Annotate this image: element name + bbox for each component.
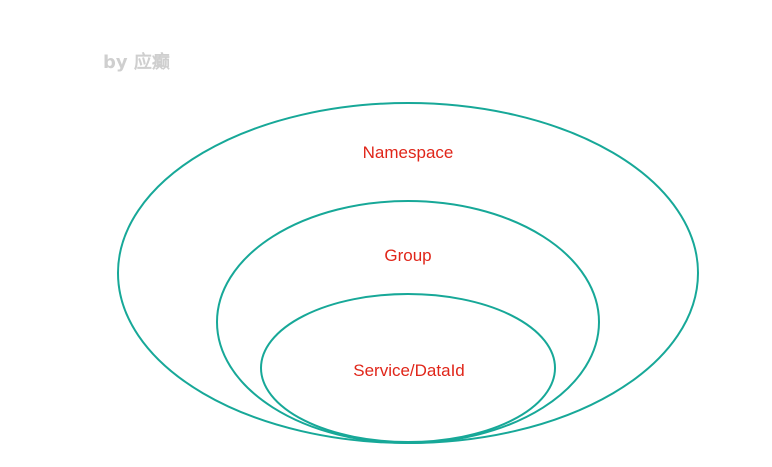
service-dataid-label: Service/DataId xyxy=(353,361,465,380)
group-ring xyxy=(216,200,600,444)
group-label: Group xyxy=(384,246,431,265)
service-dataid-ring xyxy=(260,293,556,443)
namespace-label: Namespace xyxy=(363,143,454,162)
author-credit: by 应癫 xyxy=(103,52,170,73)
